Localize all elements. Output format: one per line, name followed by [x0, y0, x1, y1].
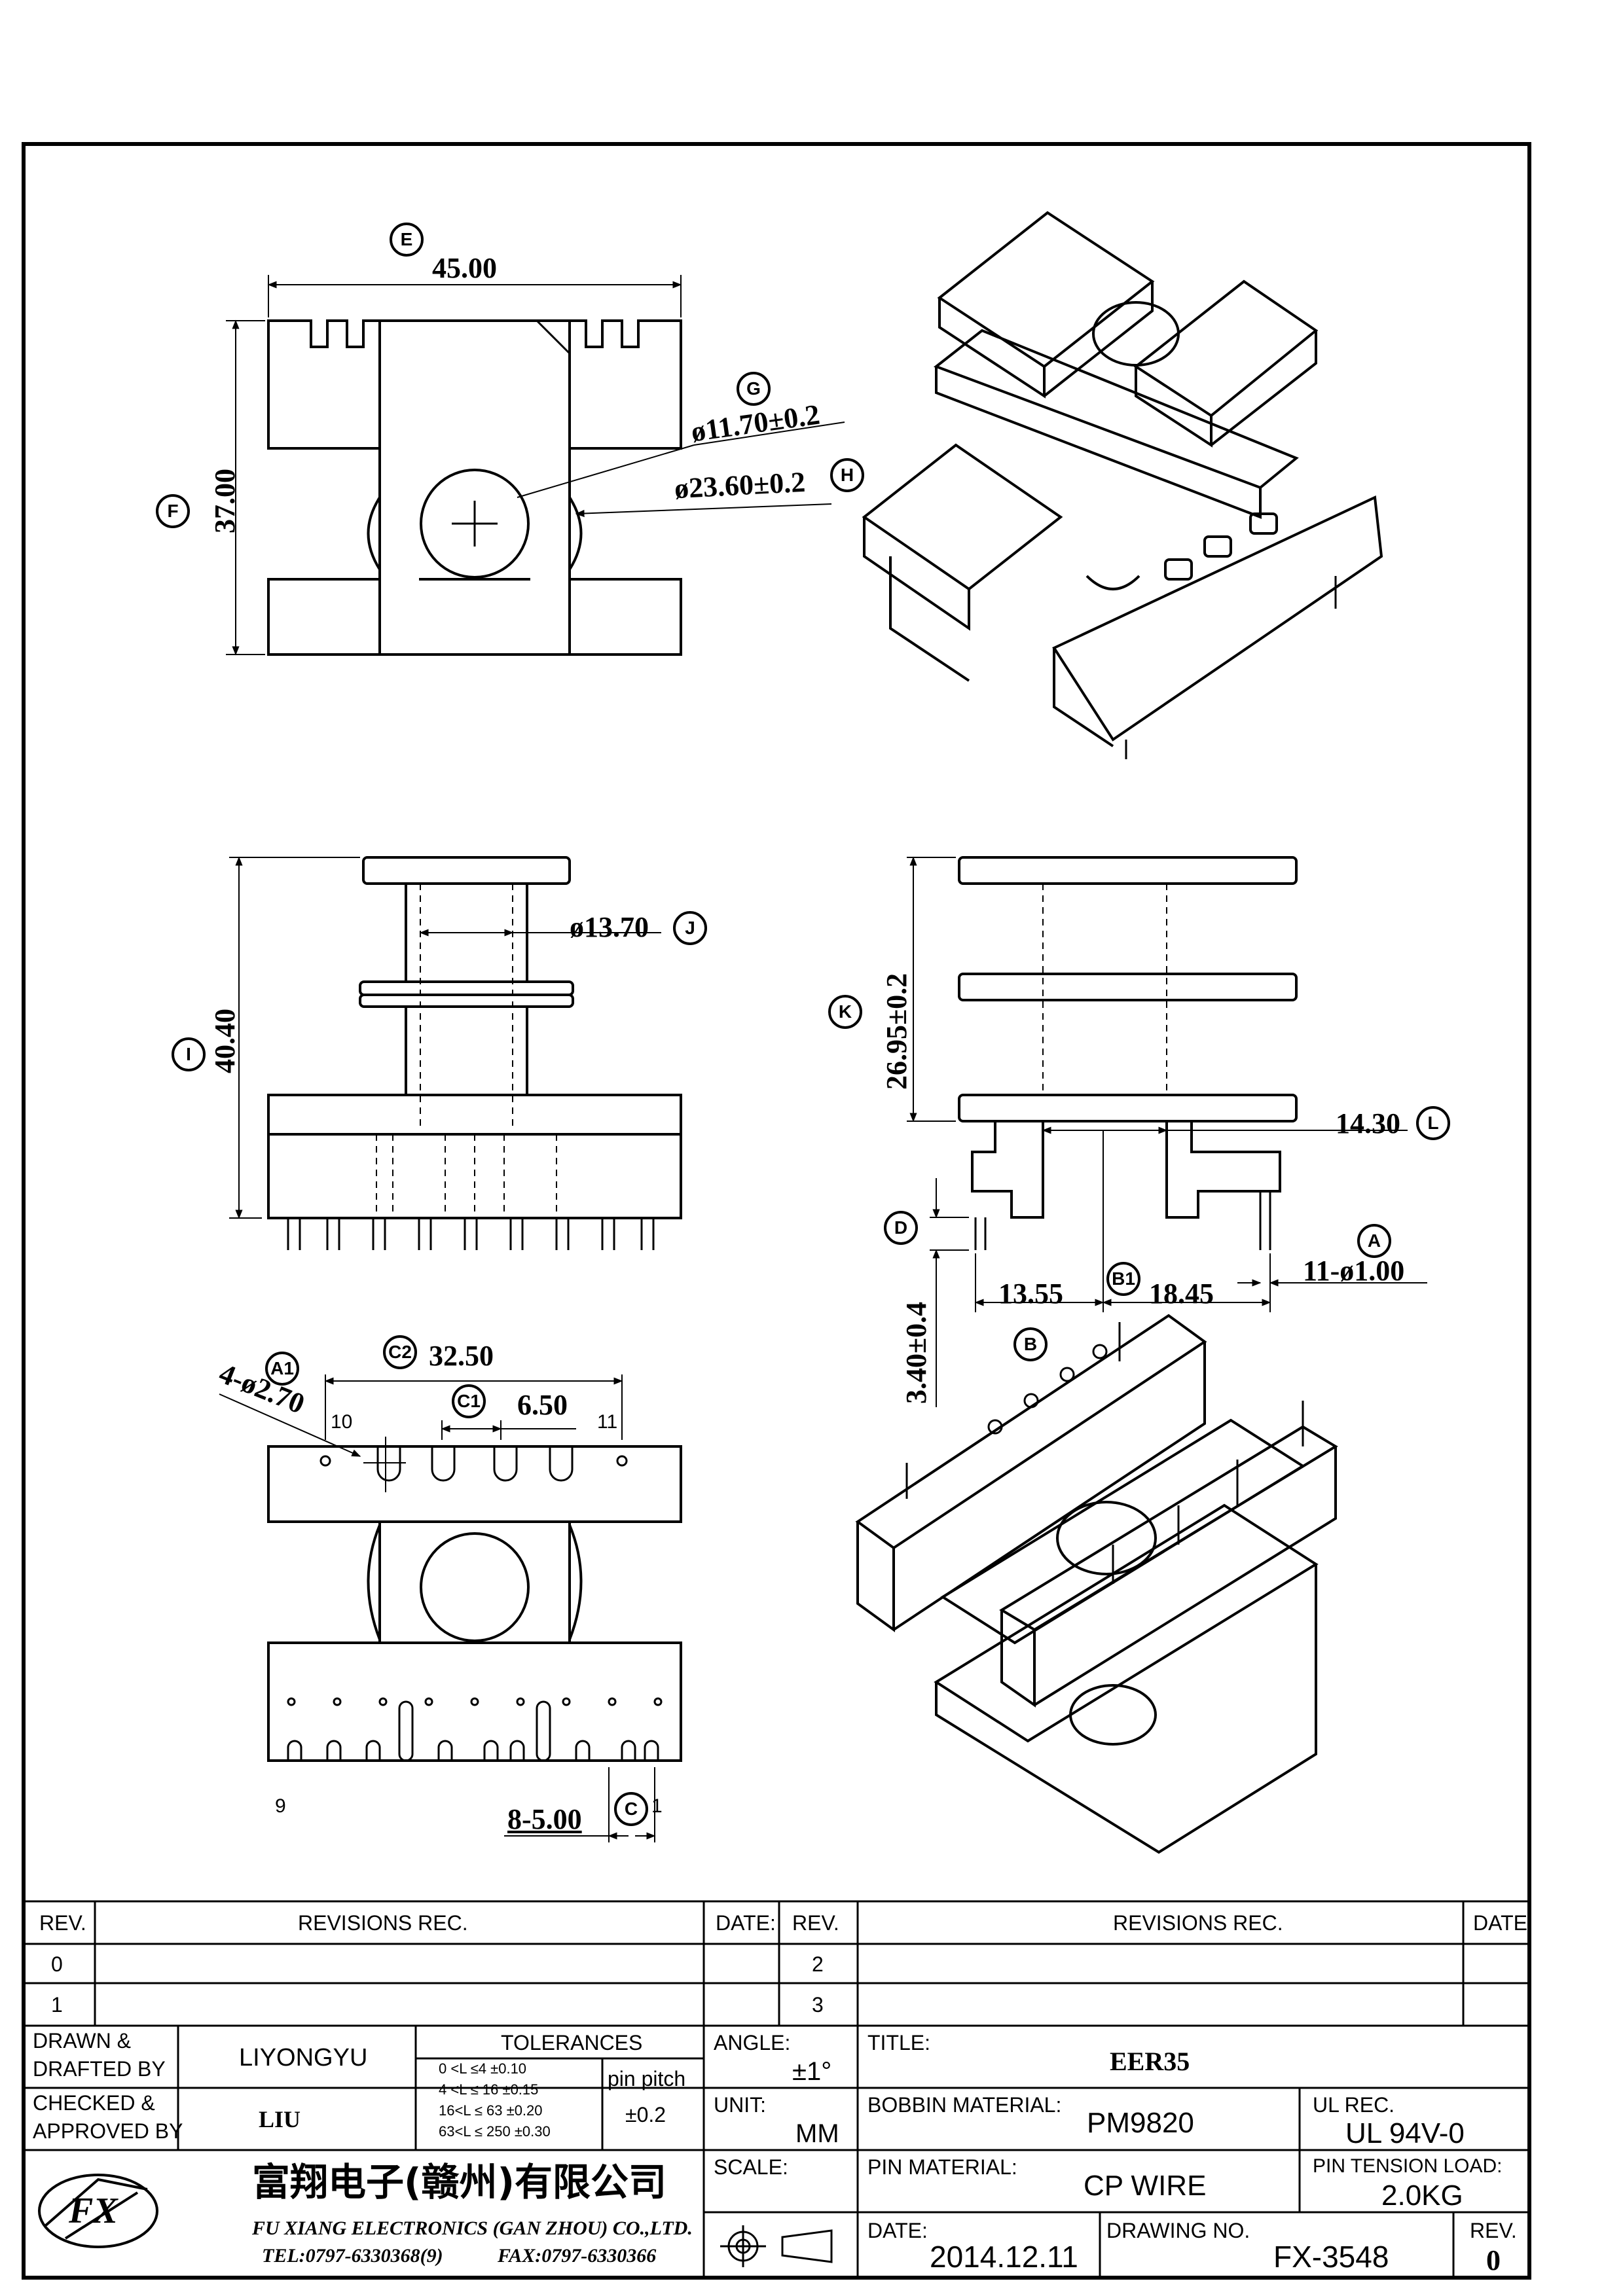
pin-label-10: 10 [331, 1411, 353, 1433]
rev-row-1: 1 [51, 1993, 63, 2017]
dim-a-pin-dia: 11-ø1.00 [1303, 1255, 1405, 1287]
side-view [907, 856, 1427, 1407]
tolerance-row-1: 0 <L ≤4 ±0.10 [439, 2060, 527, 2077]
angle-label: ANGLE: [714, 2031, 791, 2054]
tolerance-row-4: 63<L ≤ 250 ±0.30 [439, 2123, 551, 2140]
company-logo-icon [38, 2174, 158, 2248]
ul-rec-value: UL 94V-0 [1345, 2117, 1465, 2149]
dim-l-width: 14.30 [1336, 1107, 1400, 1139]
date-label: DATE: [867, 2219, 928, 2242]
rev-row-2: 2 [812, 1952, 824, 1976]
dim-h-outer: ø23.60±0.2 [673, 465, 807, 505]
dim-c2-span: 32.50 [429, 1340, 494, 1372]
dim-right-span: 18.45 [1149, 1278, 1214, 1310]
drawn-label-1: DRAWN & [33, 2029, 131, 2053]
marker-i: I [172, 1037, 206, 1071]
revisions-header-right: REVISIONS REC. [1113, 1911, 1283, 1935]
marker-j: J [673, 911, 707, 945]
checked-label-1: CHECKED & [33, 2091, 155, 2115]
title-block-grid [24, 1900, 1529, 2278]
bobbin-material-label: BOBBIN MATERIAL: [867, 2093, 1062, 2117]
dim-i-height: 40.40 [209, 1009, 241, 1073]
marker-a1: A1 [265, 1352, 299, 1386]
dim-e-width: 45.00 [432, 252, 497, 284]
company-name-cn: 富翔电子(赣州)有限公司 [252, 2160, 667, 2204]
angle-value: ±1° [792, 2057, 832, 2086]
marker-c2: C2 [383, 1335, 417, 1369]
rev-row-0: 0 [51, 1952, 63, 1976]
drawing-no-value: FX-3548 [1273, 2240, 1389, 2274]
date-header-right: DATE: [1473, 1911, 1533, 1935]
marker-d: D [884, 1211, 918, 1245]
marker-b1: B1 [1106, 1262, 1140, 1296]
checked-value: LIU [259, 2106, 301, 2132]
dim-c-pins: 8-5.00 [507, 1803, 582, 1835]
ul-rec-label: UL REC. [1313, 2093, 1395, 2117]
marker-b: B [1013, 1327, 1048, 1361]
marker-g: G [737, 372, 771, 406]
title-label: TITLE: [867, 2031, 931, 2054]
checked-label-2: APPROVED BY [33, 2119, 183, 2143]
marker-h: H [830, 458, 864, 492]
dim-d-pin-length: 3.40±0.4 [900, 1301, 932, 1404]
top-view [226, 275, 845, 656]
pin-material-value: CP WIRE [1084, 2170, 1207, 2202]
company-fax: FAX:0797-6330366 [498, 2245, 657, 2267]
pin-label-1: 1 [651, 1795, 663, 1817]
dim-left-span: 13.55 [998, 1278, 1063, 1310]
dim-j-core: ø13.70 [570, 911, 649, 943]
pin-tension-value: 2.0KG [1381, 2179, 1463, 2212]
pin-pitch-value: ±0.2 [625, 2103, 666, 2126]
date-header-left: DATE: [716, 1911, 776, 1935]
pin-tension-label: PIN TENSION LOAD: [1313, 2155, 1503, 2177]
marker-k: K [828, 995, 862, 1029]
marker-c: C [614, 1792, 648, 1826]
marker-c1: C1 [452, 1384, 486, 1418]
unit-label: UNIT: [714, 2093, 766, 2117]
rev-row-3: 3 [812, 1993, 824, 2017]
unit-value: MM [795, 2119, 839, 2148]
isometric-bottom [855, 1314, 1338, 1854]
pin-label-9: 9 [275, 1795, 286, 1817]
pin-pitch-label: pin pitch [608, 2067, 686, 2090]
drawn-value: LIYONGYU [239, 2044, 368, 2072]
dim-k-height: 26.95±0.2 [881, 973, 913, 1090]
company-tel: TEL:0797-6330368(9) [262, 2245, 443, 2267]
dim-c1-pitch: 6.50 [517, 1389, 568, 1421]
tolerances-header: TOLERANCES [501, 2031, 643, 2054]
projection-symbol-icon [720, 2225, 833, 2267]
rev-header-right: REV. [792, 1911, 839, 1935]
revisions-header-left: REVISIONS REC. [298, 1911, 468, 1935]
pin-label-11: 11 [597, 1411, 618, 1433]
marker-l: L [1416, 1106, 1450, 1140]
marker-f: F [156, 494, 190, 528]
bobbin-material-value: PM9820 [1087, 2107, 1194, 2139]
marker-e: E [390, 223, 424, 257]
front-view [229, 856, 682, 1250]
tolerance-row-3: 16<L ≤ 63 ±0.20 [439, 2102, 543, 2119]
company-name-en: FU XIANG ELECTRONICS (GAN ZHOU) CO.,LTD. [252, 2217, 693, 2239]
date-value: 2014.12.11 [930, 2240, 1078, 2274]
isometric-top [862, 211, 1383, 759]
pin-material-label: PIN MATERIAL: [867, 2155, 1017, 2179]
dim-f-height: 37.00 [209, 469, 241, 533]
rev-value: 0 [1486, 2244, 1501, 2276]
logo-text: FX [69, 2191, 118, 2231]
sheet-border [22, 142, 1531, 2280]
marker-a: A [1357, 1224, 1391, 1258]
bottom-view [219, 1374, 682, 1842]
drawn-label-2: DRAFTED BY [33, 2057, 166, 2081]
rev-header-left: REV. [39, 1911, 86, 1935]
rev-label: REV. [1470, 2219, 1517, 2242]
scale-label: SCALE: [714, 2155, 788, 2179]
tolerance-row-2: 4 <L ≤ 16 ±0.15 [439, 2081, 539, 2098]
drawing-no-label: DRAWING NO. [1106, 2219, 1250, 2242]
title-value: EER35 [1110, 2047, 1190, 2076]
